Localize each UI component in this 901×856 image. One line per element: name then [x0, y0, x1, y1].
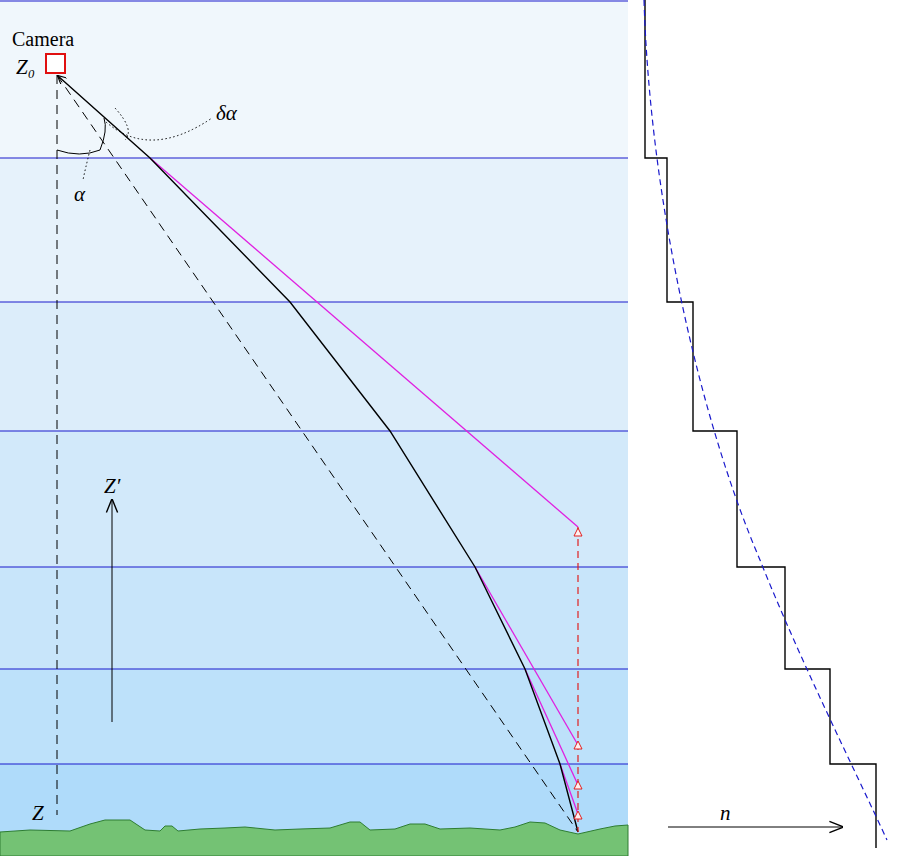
apparent-markers [574, 528, 582, 819]
deviation-angle-label: δα [216, 103, 237, 124]
vertical-axis [57, 75, 58, 815]
node-heading: Camera [12, 29, 74, 49]
index-step-profile [645, 0, 876, 848]
refracted-ray [58, 76, 578, 832]
ground [0, 820, 628, 856]
view-angle-label: α [74, 184, 85, 205]
straight-line-of-sight [57, 75, 578, 832]
index-continuous-profile [644, 0, 887, 840]
refractive-index-label: n [720, 803, 731, 824]
layer-boundaries [0, 1, 628, 764]
apparent-rays [150, 158, 578, 814]
z-prime-arrow [112, 500, 113, 722]
camera-box: Camera [45, 53, 66, 74]
layer-bands [0, 0, 628, 856]
n-axis-arrow [668, 827, 842, 828]
camera-height-label: Z₀ [16, 57, 35, 78]
height-axis-label: Z′ [104, 476, 120, 497]
angle-arcs [57, 108, 212, 180]
depth-label: Z [32, 803, 44, 824]
